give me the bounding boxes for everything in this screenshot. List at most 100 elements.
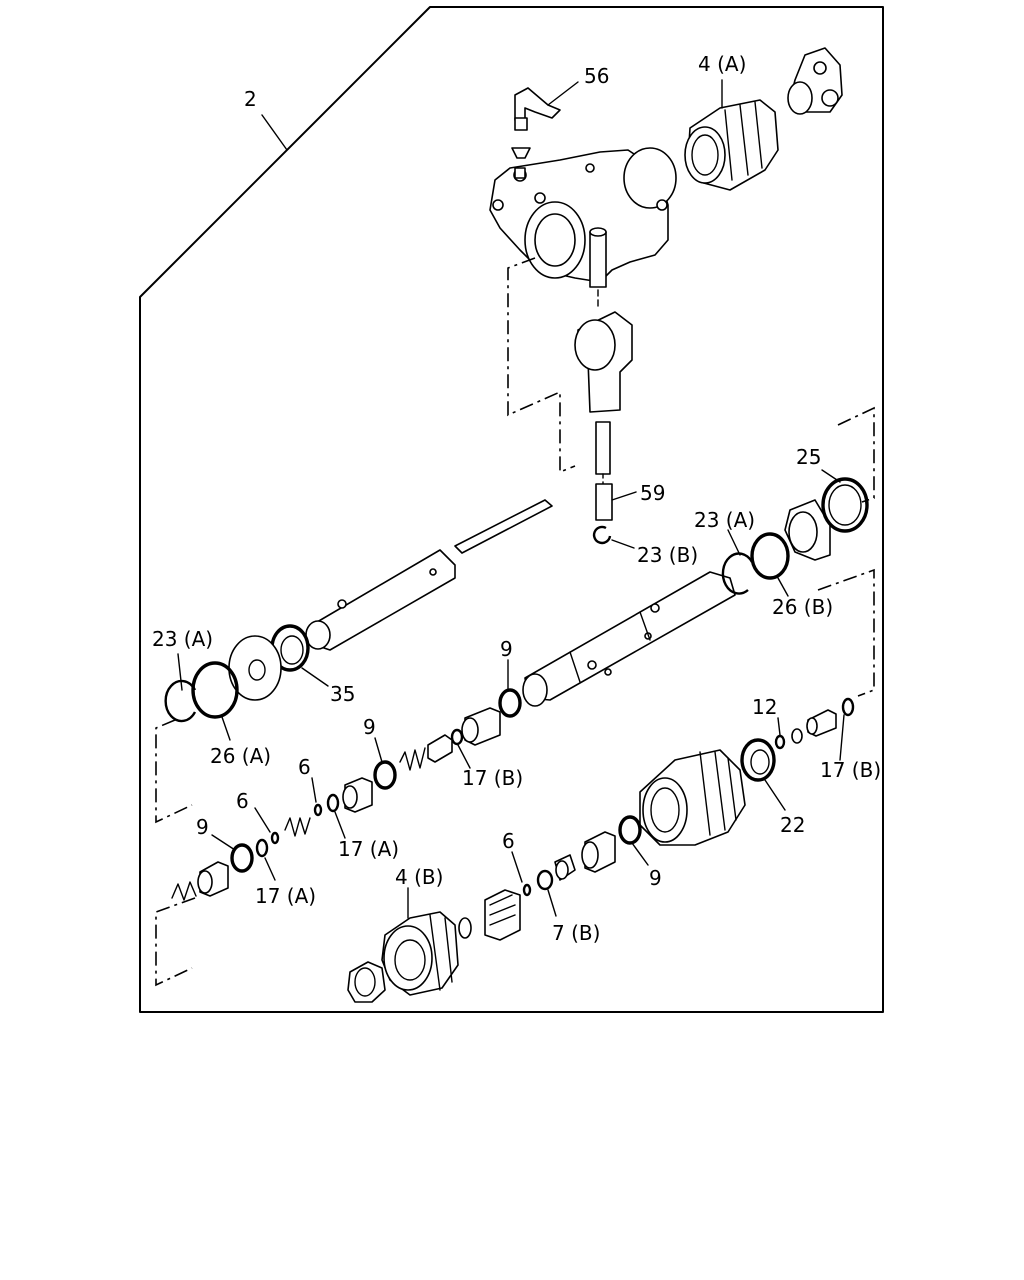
callout-9-c: 9 xyxy=(196,815,209,839)
callout-4b: 4 (B) xyxy=(395,865,443,889)
callout-35: 35 xyxy=(330,682,355,706)
callout-17a-a: 17 (A) xyxy=(338,837,399,861)
spring-a xyxy=(284,817,311,837)
leader-22 xyxy=(764,779,786,811)
o-ring-26a xyxy=(191,661,239,719)
callout-6-c: 6 xyxy=(502,829,515,853)
callout-17a-b: 17 (A) xyxy=(255,884,316,908)
leader-23a-left xyxy=(177,653,183,691)
leader-17b-b xyxy=(839,714,845,761)
callout-25: 25 xyxy=(796,445,821,469)
leader-17a-b xyxy=(264,857,276,881)
small-collar xyxy=(458,917,472,939)
pitman-bracket xyxy=(787,47,843,115)
bearing-race xyxy=(555,860,569,880)
valve-spool xyxy=(399,734,453,771)
bearing-housing-4b xyxy=(381,911,459,996)
ring-17a-b xyxy=(255,838,269,858)
ring-9c xyxy=(230,843,254,873)
leader-9b xyxy=(374,737,383,763)
connector-dash-housing xyxy=(507,257,576,474)
callout-9-a: 9 xyxy=(500,637,513,661)
callout-6-a: 6 xyxy=(298,755,311,779)
leader-6a xyxy=(311,777,317,803)
plug-fitting-end xyxy=(806,717,818,735)
leader-9c xyxy=(211,834,236,851)
reaction-piston-end xyxy=(342,785,358,809)
callout-23a-left: 23 (A) xyxy=(152,627,213,651)
callout-26b: 26 (B) xyxy=(772,595,833,619)
callout-12: 12 xyxy=(752,695,777,719)
callout-23a-top: 23 (A) xyxy=(694,508,755,532)
leader-35 xyxy=(301,667,329,687)
leader-26a xyxy=(221,716,231,741)
snap-ring-23b xyxy=(592,525,612,545)
worm-bearing xyxy=(484,889,521,941)
ring-17b-b xyxy=(841,697,855,717)
leader-59 xyxy=(611,491,637,501)
ring-25-inner xyxy=(828,484,862,526)
valve-sleeve-end xyxy=(581,841,599,869)
leader-56 xyxy=(547,81,579,106)
connector-dash-right-1 xyxy=(837,406,875,503)
connector-dash-left-2 xyxy=(155,897,196,987)
connector-dash-right-2 xyxy=(817,568,875,697)
ring-9b xyxy=(373,760,397,790)
callout-17b-b: 17 (B) xyxy=(820,758,881,782)
sector-shaft xyxy=(574,311,633,475)
seal-22-inner xyxy=(750,749,770,775)
leader-9d xyxy=(631,842,649,866)
leader-12 xyxy=(777,717,781,736)
ring-9d xyxy=(618,815,642,845)
leader-25 xyxy=(821,469,841,483)
ring-17a-a xyxy=(326,793,340,813)
leader-6c xyxy=(511,851,523,883)
pin-59 xyxy=(595,483,613,521)
spring-b xyxy=(171,881,197,901)
retainer-plate-hole xyxy=(248,659,266,681)
o-ring-26b xyxy=(750,532,790,580)
leader-2 xyxy=(261,114,288,151)
adjust-plug xyxy=(784,499,831,561)
callout-23b: 23 (B) xyxy=(637,543,698,567)
end-cap-inner xyxy=(354,967,376,997)
ring-12 xyxy=(774,734,786,750)
gear-housing xyxy=(489,147,677,288)
plunger-end xyxy=(197,870,213,894)
assembly-frame xyxy=(139,6,884,1013)
leader-17b-a xyxy=(457,744,471,769)
bellows-4a xyxy=(684,99,779,191)
seal-22 xyxy=(740,738,776,782)
connector-dash-left-1 xyxy=(155,719,193,824)
callout-17b-a: 17 (B) xyxy=(462,766,523,790)
ring-6c xyxy=(522,883,532,897)
leader-23b xyxy=(611,539,635,549)
callout-7b: 7 (B) xyxy=(552,921,600,945)
callout-59: 59 xyxy=(640,481,665,505)
callout-6-b: 6 xyxy=(236,789,249,813)
snap-ring-23a-right xyxy=(721,552,754,595)
sleeve-end xyxy=(461,717,479,743)
leader-23a-right xyxy=(727,529,741,556)
callout-2: 2 xyxy=(244,87,257,111)
ring-17b-a xyxy=(450,728,464,746)
washer-small xyxy=(791,728,803,744)
input-shaft xyxy=(305,499,553,651)
callout-4a: 4 (A) xyxy=(698,52,746,76)
leader-26b xyxy=(777,577,789,597)
ring-25 xyxy=(821,477,869,533)
ring-6b xyxy=(270,831,280,845)
callout-9-d: 9 xyxy=(649,866,662,890)
callout-56: 56 xyxy=(584,64,609,88)
ball-nut xyxy=(522,571,736,707)
leader-17a-a xyxy=(334,811,346,839)
fitting-56 xyxy=(511,87,561,179)
ring-6a xyxy=(313,803,323,817)
ring-9a xyxy=(498,688,522,718)
power-cylinder xyxy=(639,749,746,846)
callout-22: 22 xyxy=(780,813,805,837)
callout-9-b: 9 xyxy=(363,715,376,739)
seal-35-inner xyxy=(280,635,304,665)
